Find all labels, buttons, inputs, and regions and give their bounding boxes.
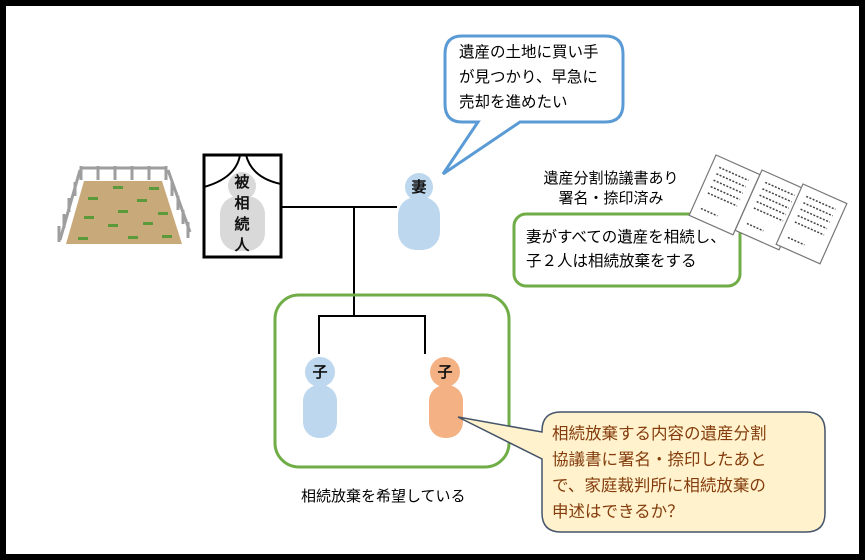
grass-patches [78,186,172,240]
wife-label: 妻 [411,178,427,196]
bubble-line: が見つかり、早急に [459,68,598,86]
bubble-line: 遺産の土地に買い手 [459,43,599,61]
child-left-figure [303,357,337,438]
children-group-box [273,293,511,469]
agreement-box [512,212,742,288]
child-left-label: 子 [312,363,328,381]
child-right-figure [429,357,463,438]
question-bubble-text: 相続放棄する内容の遺産分割 協議書に署名・捺印したあと で、家庭裁判所に相続放棄… [552,421,767,525]
question-line: 協議書に署名・捺印したあと [552,450,767,469]
deceased-char: 相 [234,194,250,212]
drape-right [245,154,282,185]
caption-line: 遺産分割協議書あり [543,169,679,187]
deceased-char: 人 [234,236,250,254]
wife-bubble-text: 遺産の土地に買い手 が見つかり、早急に 売却を進めたい [459,40,599,115]
bubble-line: 売却を進めたい [459,93,568,111]
wife-speech-bubble [441,34,625,176]
agreement-line: 子２人は相続放棄をする [526,252,697,270]
deceased-figure [220,172,265,251]
document-sheet-3 [775,183,848,265]
question-speech-bubble [457,411,826,533]
question-line: 相続放棄する内容の遺産分割 [552,424,767,443]
drape-left [203,154,241,188]
deceased-char: 続 [234,215,250,233]
deceased-char: 被 [234,173,250,191]
agreement-box-text: 妻がすべての遺産を相続し、 子２人は相続放棄をする [526,225,726,273]
caption-line: 署名・捺印済み [558,189,664,207]
child-right-label: 子 [437,363,453,381]
agreement-line: 妻がすべての遺産を相続し、 [526,228,726,246]
question-line: で、家庭裁判所に相続放棄の [552,476,766,495]
children-group-caption: 相続放棄を希望している [301,487,466,505]
agreement-caption: 遺産分割協議書あり 署名・捺印済み [536,168,686,208]
document-sheet-1 [688,154,761,236]
deceased-label: 被 相 続 人 [224,172,260,256]
wife-figure [398,173,440,250]
fence [57,166,192,242]
question-line: 申述はできるか？ [552,502,684,521]
